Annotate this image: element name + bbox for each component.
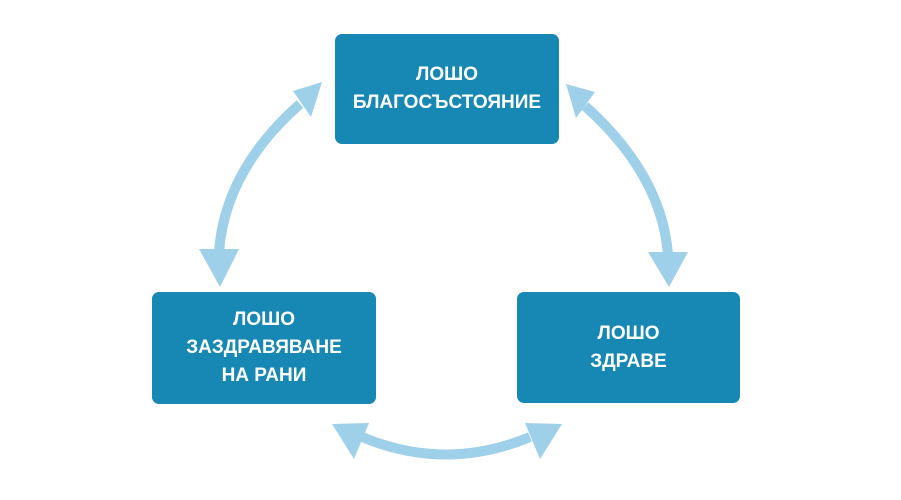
- node-top-line-1: ЛОШО: [416, 64, 478, 85]
- node-left-line-3: НА РАНИ: [221, 365, 307, 386]
- arrowhead-top-right-end: [648, 252, 688, 287]
- node-right-line-1: ЛОШО: [597, 322, 660, 344]
- node-left-line-1: ЛОШО: [233, 309, 295, 330]
- arrowhead-left-top: [293, 82, 322, 117]
- double-arrow-bottom: [332, 423, 562, 460]
- double-arrow-left: [199, 82, 322, 287]
- arrowhead-left-bottom: [199, 249, 239, 287]
- arrow-shaft-top-right: [581, 102, 673, 256]
- node-left-line-2: ЗАЗДРАВЯВАНЕ: [186, 337, 342, 358]
- node-top-line-2: БЛАГОСЪСТОЯНИЕ: [352, 92, 542, 113]
- node-poor-wound-healing: ЛОШО ЗАЗДРАВЯВАНЕ НА РАНИ: [152, 292, 376, 404]
- arrow-shaft-left: [214, 100, 304, 253]
- arrowhead-bottom-right: [525, 423, 562, 459]
- arrow-shaft-bottom: [360, 432, 532, 460]
- arrowhead-bottom-left: [332, 423, 369, 459]
- arrowhead-top-right-start: [566, 84, 595, 118]
- node-lose-wellbeing: ЛОШО БЛАГОСЪСТОЯНИЕ: [335, 34, 559, 144]
- node-right-line-2: ЗДРАВЕ: [590, 350, 667, 372]
- double-arrow-top-right: [566, 84, 688, 287]
- node-poor-health: ЛОШО ЗДРАВЕ: [517, 292, 740, 403]
